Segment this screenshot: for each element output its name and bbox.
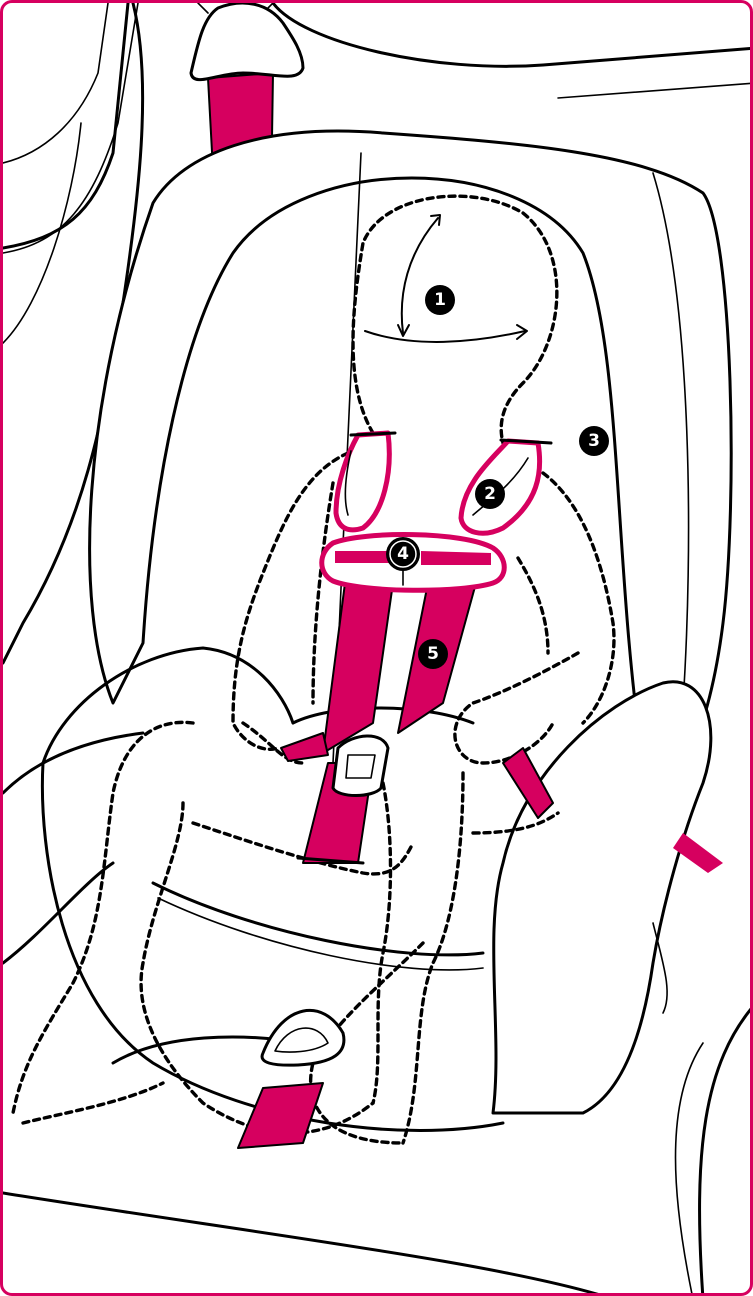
crotch-buckle <box>333 736 388 796</box>
callout-1-label: 1 <box>434 290 446 310</box>
callout-5: 5 <box>418 639 448 669</box>
child-right-leg-outline <box>403 773 463 1143</box>
callout-3-label: 3 <box>588 431 600 451</box>
callout-4: 4 <box>386 537 420 571</box>
callout-3: 3 <box>579 426 609 456</box>
child-head-outline <box>353 196 557 443</box>
callout-1: 1 <box>425 285 455 315</box>
head-adjust-arrows <box>365 215 527 342</box>
car-seat-diagram: 1 2 3 4 5 <box>3 3 753 1296</box>
callout-2-label: 2 <box>484 484 496 504</box>
left-shoulder-pad <box>336 433 389 530</box>
callout-5-label: 5 <box>427 644 439 664</box>
callout-2: 2 <box>475 479 505 509</box>
callout-4-label: 4 <box>397 544 409 564</box>
child-right-arm-outline <box>543 473 614 723</box>
